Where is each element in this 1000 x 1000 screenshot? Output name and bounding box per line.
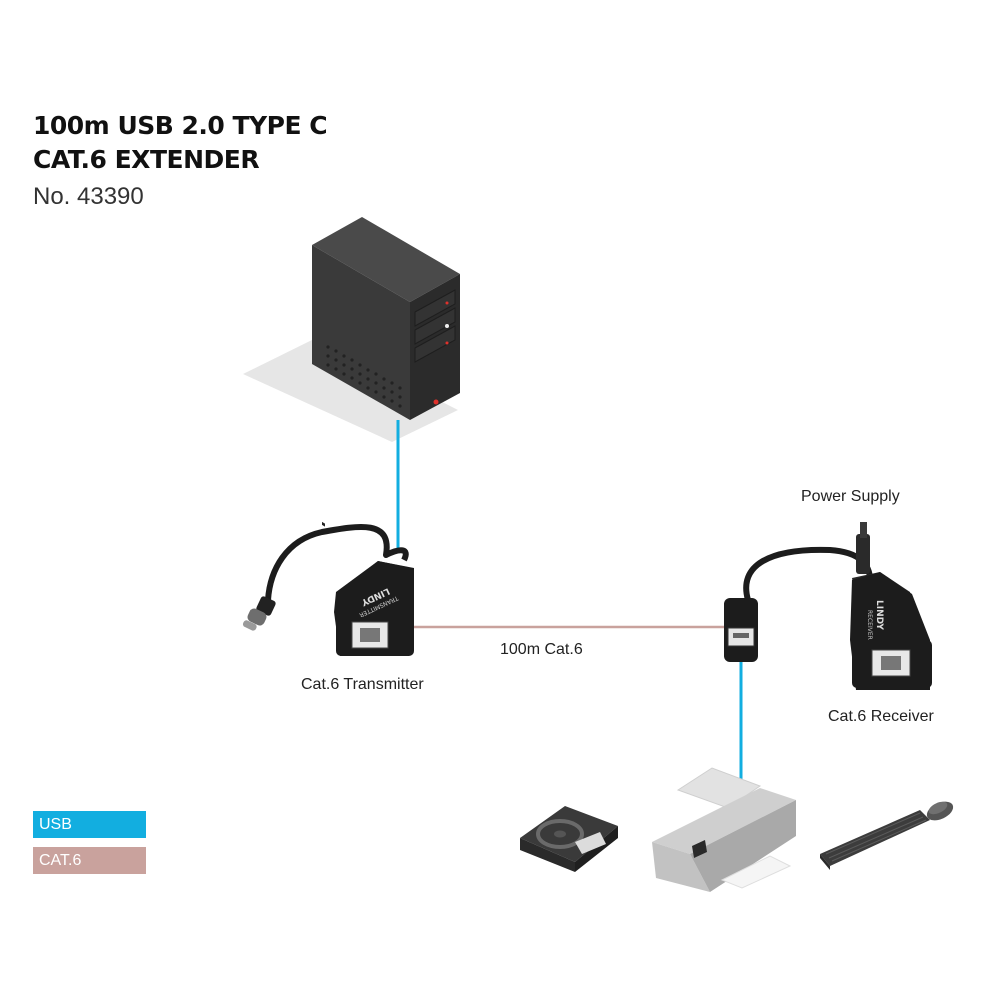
keyboard-icon [820, 810, 930, 870]
tower-led-2 [445, 324, 449, 328]
usb-a-socket-icon [724, 598, 758, 662]
transmitter-cable [265, 523, 390, 603]
usb-c-plug-icon [242, 596, 276, 631]
printer-top [652, 788, 796, 854]
printer-icon [652, 767, 796, 892]
tower-top [312, 217, 460, 302]
mouse-icon [926, 801, 954, 821]
receiver-brand: LINDY [874, 600, 884, 630]
drive-bay-3 [414, 325, 456, 363]
printer-front [652, 842, 710, 892]
tower-led-1 [445, 301, 449, 305]
printer-output-paper [720, 855, 792, 889]
transmitter-adapter-icon: LINDY TRANSMITTER [242, 523, 414, 656]
tower-vents [326, 345, 402, 408]
hard-drive-icon [520, 806, 618, 872]
tower-led-3 [445, 341, 449, 345]
product-number: No. 43390 [33, 183, 144, 210]
drive-bay-2 [414, 307, 456, 345]
title-line-2: CAT.6 EXTENDER [33, 145, 260, 174]
receiver-device-text: RECEIVER [866, 610, 873, 640]
receiver-cable [743, 546, 873, 603]
receiver-rj45-port [871, 649, 911, 677]
tower-front [312, 245, 410, 420]
keyboard-keys [825, 812, 927, 862]
transmitter-label: Cat.6 Transmitter [301, 676, 424, 693]
receiver-adapter-icon: LINDY RECEIVER [724, 522, 932, 690]
legend-usb: USB [33, 811, 146, 838]
pc-tower-icon [243, 217, 460, 527]
printer-paper-tray [676, 767, 762, 809]
dc-power-plug-icon [856, 522, 870, 574]
power-led [433, 399, 439, 405]
printer-side [690, 800, 796, 892]
receiver-label: Cat.6 Receiver [828, 708, 934, 725]
title-line-1: 100m USB 2.0 TYPE C [33, 111, 328, 140]
cable-label: 100m Cat.6 [500, 641, 583, 658]
drive-bay-1 [414, 289, 456, 327]
power-supply-label: Power Supply [801, 488, 900, 505]
legend-cat6: CAT.6 [33, 847, 146, 874]
